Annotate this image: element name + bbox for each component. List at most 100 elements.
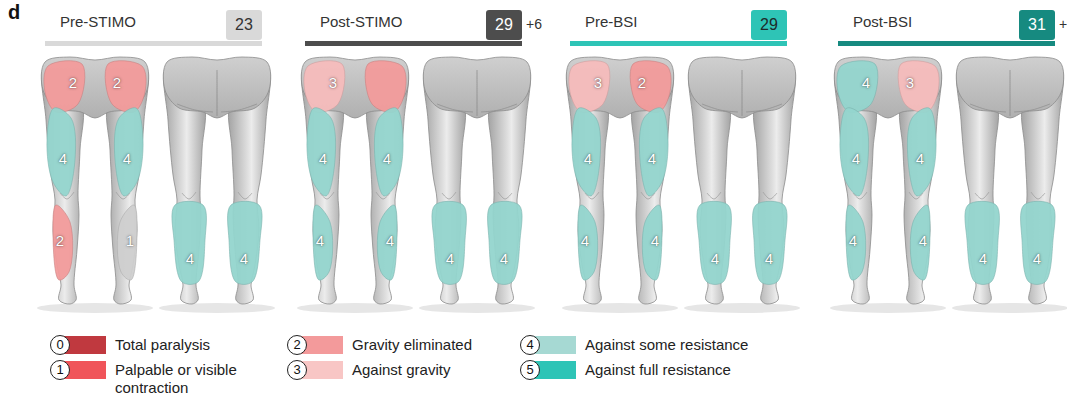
quadriceps-muscle (840, 108, 869, 196)
muscle-grade: 4 (584, 151, 592, 166)
hip-flexor-muscle (44, 61, 85, 113)
grade-number: 5 (520, 360, 540, 380)
legend-text: Total paralysis (115, 336, 210, 354)
calf-muscle (753, 201, 788, 284)
muscle-grade: 3 (906, 75, 914, 90)
legend-text: Against full resistance (585, 361, 731, 379)
legend-text: Gravity eliminated (352, 336, 472, 354)
knee-line (182, 192, 196, 199)
quadriceps-muscle (374, 108, 403, 196)
panel-title: Pre-STIMO (60, 14, 136, 29)
gluteal-cleft (217, 70, 218, 116)
calf-muscle (697, 201, 732, 284)
muscle-grade: 2 (56, 233, 64, 248)
grade-number: 4 (520, 335, 540, 355)
knee-line (707, 192, 721, 199)
tibialis-muscle (578, 205, 598, 280)
panel-title: Post-STIMO (320, 14, 403, 29)
muscle-grade: 4 (500, 251, 508, 266)
calf-muscle (1021, 201, 1056, 284)
hip-flexor-muscle (569, 61, 610, 113)
knee-line (498, 192, 512, 199)
score-box: 29 (751, 10, 787, 40)
muscle-grade: 2 (69, 75, 77, 90)
muscle-grade: 4 (59, 151, 67, 166)
muscle-grade: 4 (446, 251, 454, 266)
panel-title: Pre-BSI (585, 14, 638, 29)
floor-shadow (297, 303, 413, 313)
pelvis-shape (956, 57, 1063, 118)
tibialis-muscle (117, 205, 137, 280)
hip-flexor-muscle (365, 61, 406, 113)
muscle-grade: 1 (126, 233, 134, 248)
gluteal-fold (481, 104, 517, 112)
muscle-grade: 4 (1033, 251, 1041, 266)
panel-art (37, 41, 275, 313)
gluteal-cleft (477, 70, 478, 116)
muscle-grade: 4 (765, 251, 773, 266)
calf-muscle (488, 201, 523, 284)
grade-number: 1 (50, 360, 70, 380)
floor-shadow (830, 303, 946, 313)
hip-flexor-muscle (837, 61, 878, 113)
quadriceps-muscle (307, 108, 336, 196)
quadriceps-muscle (639, 108, 668, 196)
gluteal-cleft (742, 70, 743, 116)
grade-number: 2 (287, 335, 307, 355)
tibialis-muscle (910, 205, 930, 280)
tibialis-muscle (846, 205, 866, 280)
knee-line (763, 192, 777, 199)
hip-flexor-muscle (898, 61, 939, 113)
hip-flexor-muscle (304, 61, 345, 113)
muscle-grade: 4 (186, 251, 194, 266)
hip-flexor-muscle (630, 61, 671, 113)
title-bar (305, 41, 522, 46)
muscle-grade: 4 (979, 251, 987, 266)
title-bar (838, 41, 1055, 46)
muscle-grade: 4 (852, 151, 860, 166)
panel-letter: d (8, 2, 20, 22)
muscle-grade: 4 (651, 233, 659, 248)
muscle-grade: 3 (594, 75, 602, 90)
muscle-grade: 4 (711, 251, 719, 266)
pelvis-shape (688, 57, 795, 118)
score-value: 29 (760, 17, 778, 33)
gluteal-fold (970, 104, 1006, 112)
muscle-grade: 4 (648, 151, 656, 166)
score-value: 29 (495, 17, 513, 33)
muscle-grade: 4 (383, 151, 391, 166)
muscle-grade: 4 (240, 251, 248, 266)
panel-art (297, 41, 535, 313)
tibialis-muscle (642, 205, 662, 280)
floor-shadow (159, 303, 275, 313)
calf-muscle (228, 201, 263, 284)
muscle-grade: 2 (113, 75, 121, 90)
gluteal-fold (221, 104, 257, 112)
muscle-grade: 4 (319, 151, 327, 166)
quadriceps-muscle (114, 108, 143, 196)
gluteal-fold (437, 104, 473, 112)
gluteal-fold (746, 104, 782, 112)
muscle-grade: 3 (329, 75, 337, 90)
floor-shadow (37, 303, 153, 313)
muscle-grade: 4 (849, 233, 857, 248)
gluteal-fold (702, 104, 738, 112)
legend-text: Against gravity (352, 361, 450, 379)
score-box: 23 (226, 10, 262, 40)
score-change: +6 (526, 17, 542, 31)
tibialis-muscle (377, 205, 397, 280)
quadriceps-muscle (907, 108, 936, 196)
muscle-grade: 4 (316, 233, 324, 248)
gluteal-fold (1014, 104, 1050, 112)
muscle-grade: 4 (386, 233, 394, 248)
gluteal-fold (177, 104, 213, 112)
muscle-grade: 4 (919, 233, 927, 248)
knee-line (1031, 192, 1045, 199)
hip-flexor-muscle (105, 61, 146, 113)
title-bar (570, 41, 787, 46)
score-box: 31 (1019, 10, 1055, 40)
floor-shadow (684, 303, 800, 313)
score-value: 31 (1028, 17, 1046, 33)
legend-text: Against some resistance (585, 336, 748, 354)
